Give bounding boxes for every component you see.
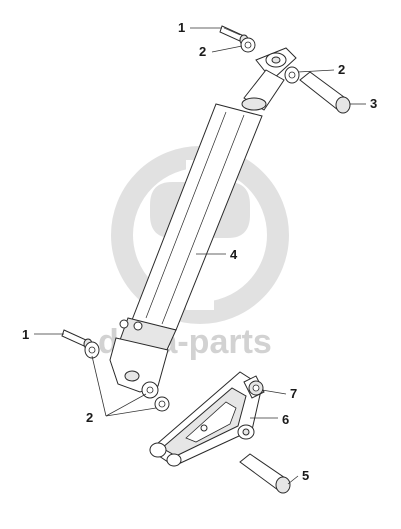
callout-bracket: 6 bbox=[282, 412, 289, 427]
damper-body bbox=[109, 47, 297, 393]
callout-bottom-washers: 2 bbox=[86, 410, 93, 425]
bracket-bushing bbox=[243, 375, 265, 399]
callout-bracket-pin: 5 bbox=[302, 468, 309, 483]
top-pin bbox=[299, 71, 351, 114]
bottom-washers bbox=[84, 341, 170, 412]
callout-top-pin: 3 bbox=[370, 96, 377, 111]
mounting-bracket bbox=[149, 371, 263, 467]
leader-lines bbox=[34, 27, 366, 485]
callout-damper-body: 4 bbox=[230, 247, 238, 262]
callout-bottom-screw: 1 bbox=[22, 327, 29, 342]
callout-bracket-bushing: 7 bbox=[290, 386, 297, 401]
callout-top-washer-left: 2 bbox=[199, 44, 206, 59]
bracket-pin bbox=[239, 453, 291, 494]
callout-top-screw: 1 bbox=[178, 20, 185, 35]
callout-top-washer-right: 2 bbox=[338, 62, 345, 77]
